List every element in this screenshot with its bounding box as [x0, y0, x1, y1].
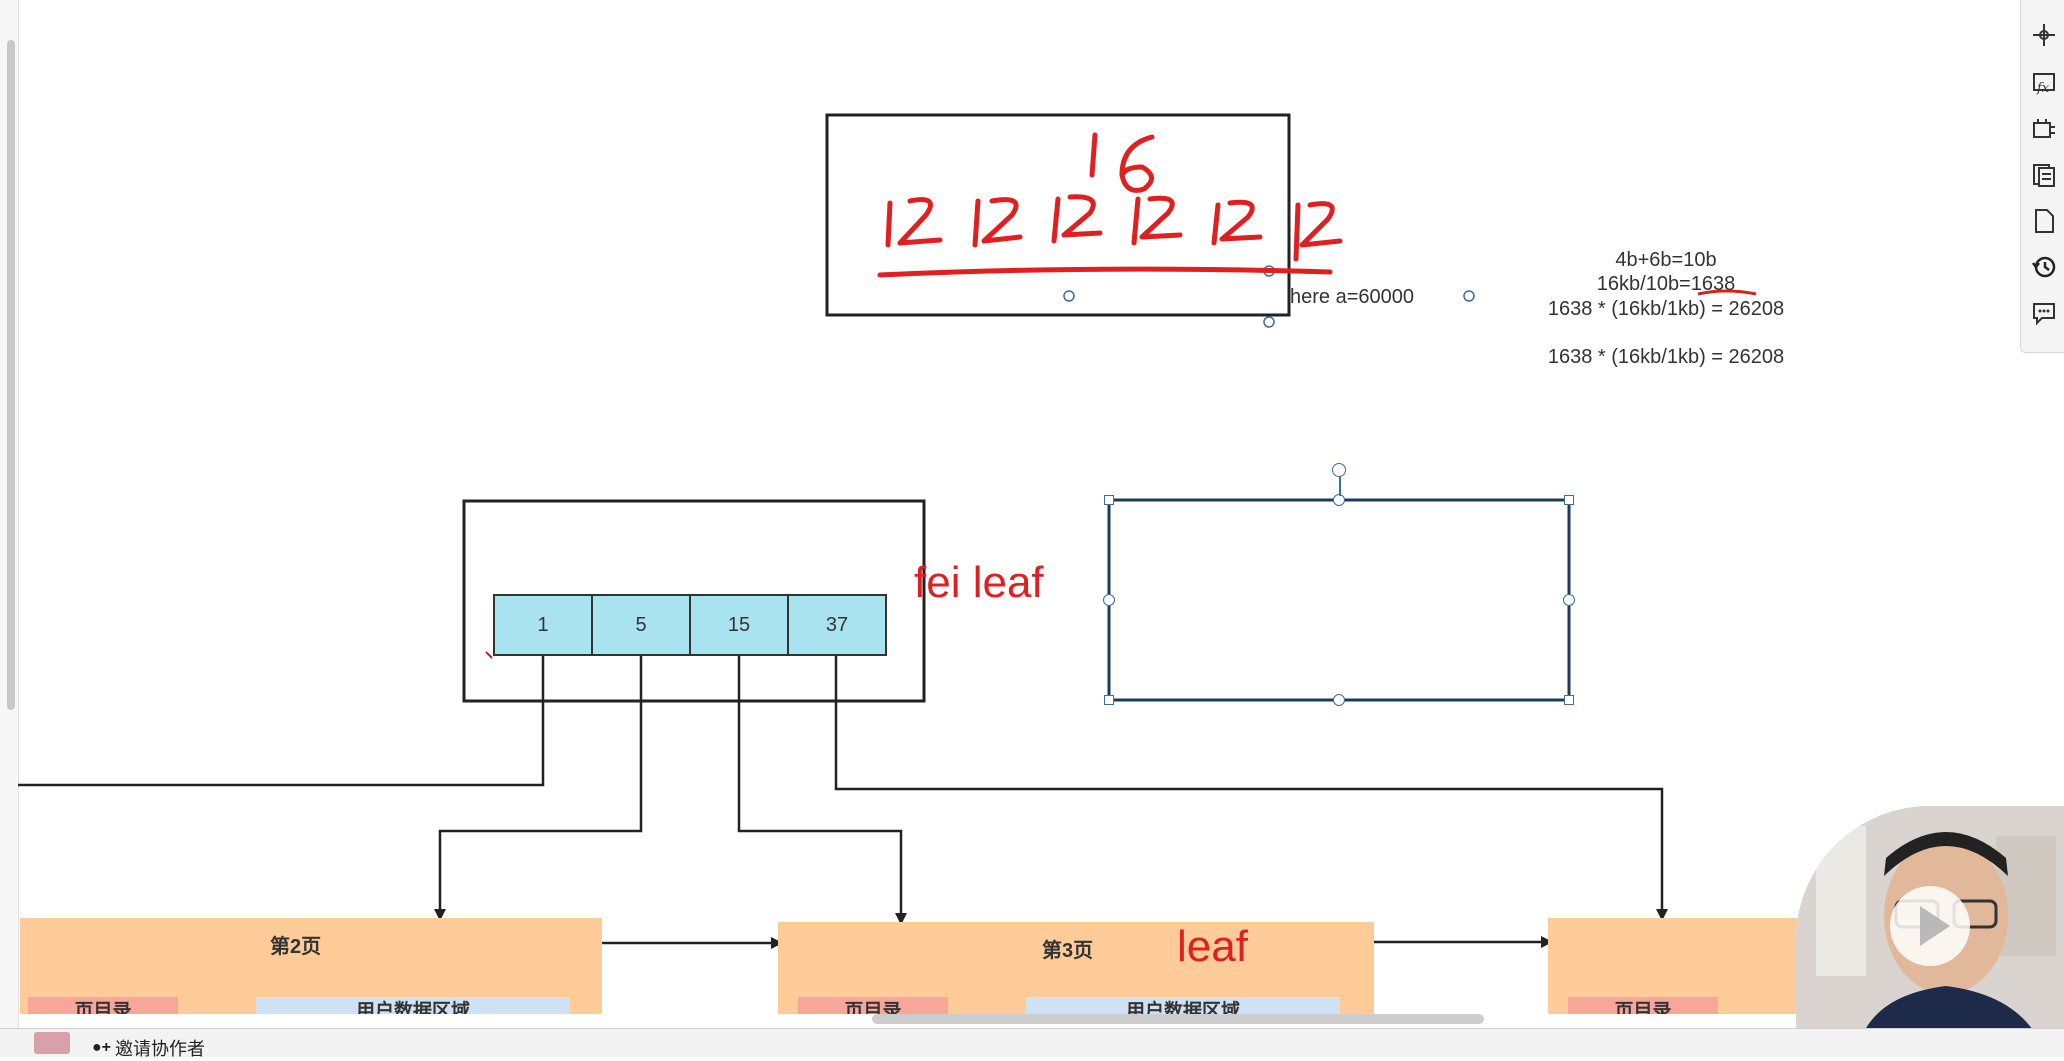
page-directory-label: 页目录	[28, 997, 178, 1014]
user-data-area-label: 用户数据区域	[256, 997, 570, 1014]
comment-icon[interactable]	[2029, 298, 2059, 328]
invite-label: 邀请协作者	[115, 1039, 206, 1059]
calc-line-4[interactable]: 1638 * (16kb/1kb) = 26208	[1547, 346, 1785, 368]
add-user-icon: ●+	[92, 1039, 112, 1056]
connector-key5	[434, 656, 643, 921]
index-node-rectangle[interactable]	[462, 499, 926, 703]
webcam-overlay	[1796, 806, 2064, 1056]
calc-line-2[interactable]: 16kb/10b=1638	[1596, 273, 1736, 295]
resize-handle[interactable]	[1104, 695, 1114, 705]
rotate-handle[interactable]	[1332, 463, 1346, 477]
vertical-scrollbar[interactable]	[7, 40, 15, 710]
move-icon[interactable]	[2029, 20, 2059, 50]
key-label: 1	[537, 613, 549, 636]
page-title: 第2页	[270, 936, 322, 958]
calc-line-1[interactable]: 4b+6b=10b	[1615, 249, 1717, 271]
index-key-cell[interactable]: 37	[787, 594, 887, 656]
history-icon[interactable]	[2029, 252, 2059, 282]
key-label: 15	[727, 613, 751, 636]
connection-point[interactable]	[1263, 316, 1275, 328]
top-rectangle[interactable]	[825, 113, 1291, 317]
left-gutter	[0, 0, 19, 1028]
page-2-box[interactable]: 第2页 页目录 用户数据区域	[20, 918, 602, 1014]
handwritten-annotation	[877, 132, 1343, 278]
index-key-cell[interactable]: 1	[493, 594, 593, 656]
connector-key37	[834, 656, 1668, 921]
resize-handle[interactable]	[1564, 695, 1574, 705]
where-clause-text[interactable]: here a=60000	[1290, 286, 1415, 308]
invite-collaborator-button[interactable]: ●+ 邀请协作者	[92, 1035, 205, 1061]
page-4-box[interactable]: 页目录	[1548, 918, 1808, 1014]
leaf-annotation[interactable]: leaf	[1177, 922, 1248, 971]
calc-line-3[interactable]: 1638 * (16kb/1kb) = 26208	[1547, 298, 1785, 320]
page-directory-label: 页目录	[1568, 997, 1718, 1014]
resize-handle[interactable]	[1103, 594, 1115, 606]
connection-point[interactable]	[1463, 290, 1475, 302]
connector-key15	[737, 656, 907, 925]
resize-icon[interactable]	[2029, 114, 2059, 144]
fx-icon[interactable]: fx	[2029, 68, 2059, 98]
page-title: 第3页	[1042, 940, 1094, 962]
user-data-area-label: 用户数据区域	[1026, 997, 1340, 1014]
connector-key1	[18, 656, 545, 787]
page-icon[interactable]	[2029, 206, 2059, 236]
underline-mark	[1697, 289, 1757, 296]
page-3-box[interactable]: 第3页 页目录 用户数据区域	[778, 922, 1374, 1014]
copy-icon[interactable]	[2029, 160, 2059, 190]
key-label: 37	[825, 613, 849, 636]
bottom-bar: ●+ 邀请协作者	[0, 1028, 2064, 1059]
resize-handle[interactable]	[1333, 694, 1345, 706]
fei-leaf-annotation[interactable]: fei leaf	[914, 558, 1044, 607]
resize-handle[interactable]	[1563, 594, 1575, 606]
horizontal-scrollbar[interactable]	[872, 1014, 1484, 1024]
svg-text:fx: fx	[2036, 81, 2050, 96]
selected-rectangle[interactable]	[1107, 498, 1571, 702]
resize-handle[interactable]	[1104, 495, 1114, 505]
index-key-cell[interactable]: 5	[591, 594, 691, 656]
key-label: 5	[635, 613, 647, 636]
page-directory-label: 页目录	[798, 997, 948, 1014]
connection-point[interactable]	[1063, 290, 1075, 302]
right-toolbar: fx	[2020, 0, 2064, 353]
rotate-handle-stem	[1339, 474, 1341, 496]
presenter-video	[1796, 806, 2064, 1056]
avatar[interactable]	[34, 1032, 70, 1054]
resize-handle[interactable]	[1564, 495, 1574, 505]
index-key-cell[interactable]: 15	[689, 594, 789, 656]
